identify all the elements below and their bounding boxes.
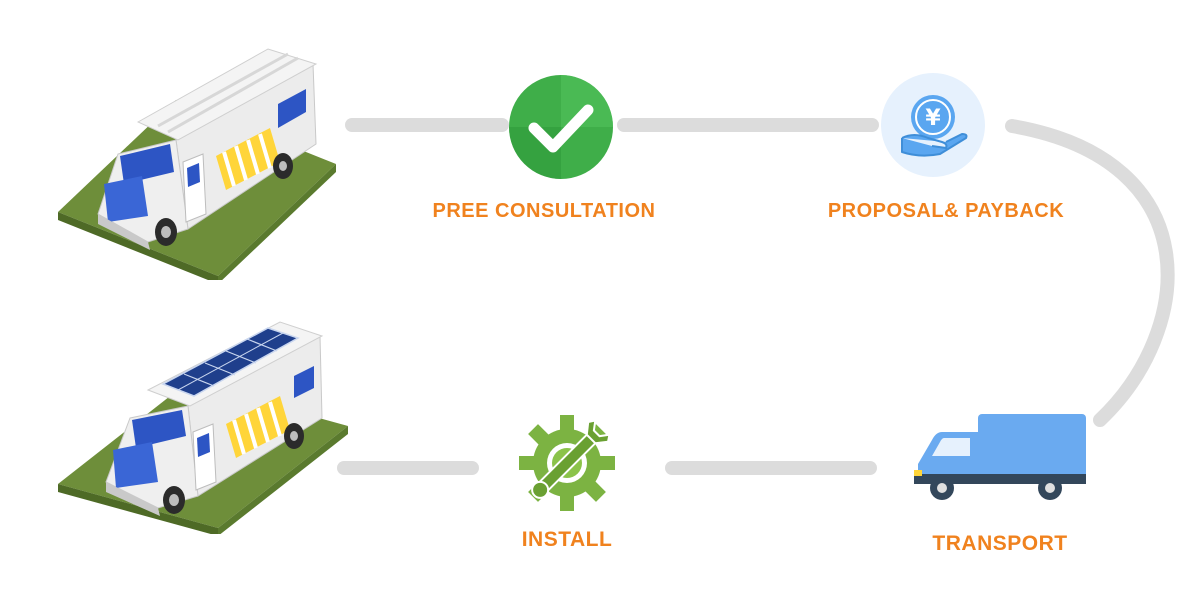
- delivery-truck-icon: [914, 414, 1086, 500]
- gear-wrench-icon: [519, 415, 615, 511]
- step-label-proposal: PROPOSAL& PAYBACK: [827, 200, 1065, 222]
- rv-camper-solar-icon: [58, 321, 348, 534]
- step-label-consultation: PREE CONSULTATION: [432, 200, 656, 222]
- rv-camper-icon: [58, 48, 336, 280]
- connector-proposal-to-transport: [1005, 119, 1175, 427]
- step-label-install: INSTALL: [521, 528, 613, 551]
- yen-coin-hand-icon: ¥: [881, 73, 985, 177]
- svg-text:¥: ¥: [925, 106, 941, 131]
- checkmark-icon: [509, 75, 613, 179]
- step-label-transport: TRANSPORT: [932, 532, 1068, 555]
